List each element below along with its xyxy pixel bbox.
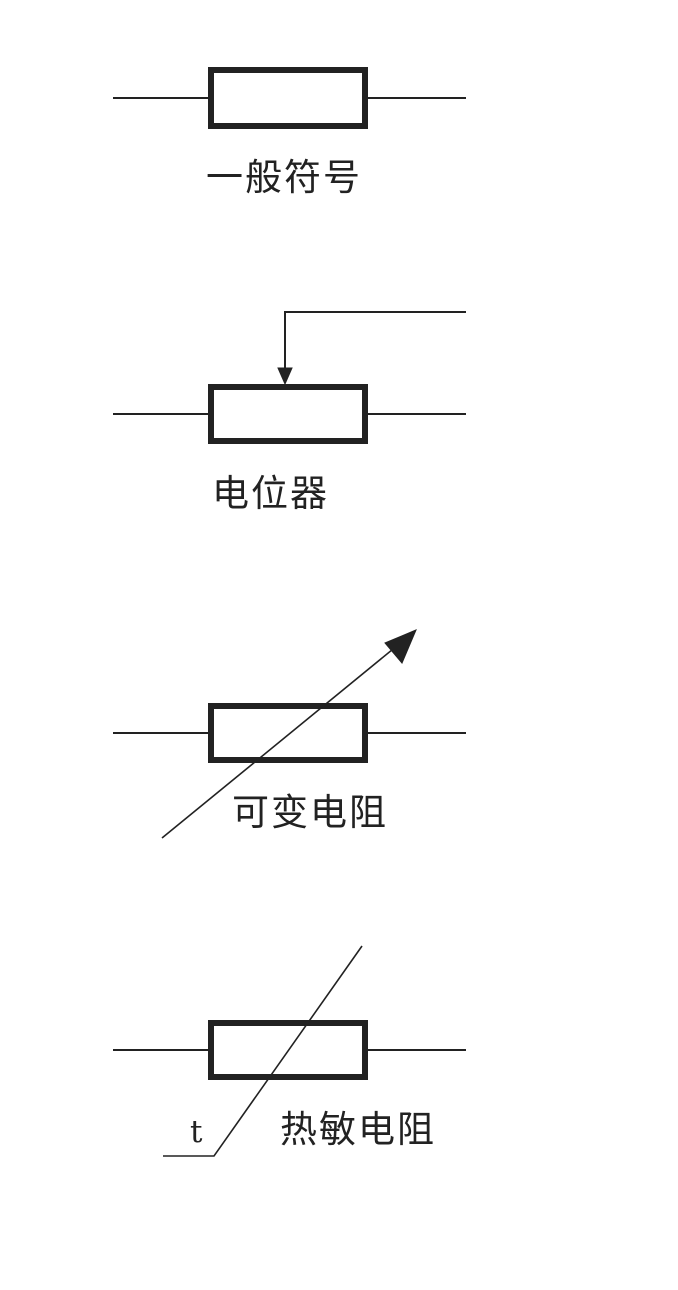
general-resistor-body [208,67,368,129]
thermistor-label: 热敏电阻 [280,1108,436,1151]
variable-resistor-symbol: 可变电阻 [113,629,466,839]
thermistor-symbol: t 热敏电阻 [113,945,466,1157]
potentiometer-wiper-arrowhead [277,367,293,386]
variable-adjust-arrow-line [161,644,399,839]
potentiometer-symbol: 电位器 [113,311,466,515]
thermistor-resistor-body [208,1020,368,1080]
general-resistor-symbol: 一般符号 [113,67,466,199]
potentiometer-resistor-body [208,384,368,444]
potentiometer-label: 电位器 [212,472,329,515]
thermistor-temperature-label: t [190,1114,203,1150]
variable-resistor-label: 可变电阻 [232,791,388,834]
general-symbol-label: 一般符号 [206,156,362,199]
potentiometer-wiper-wire [284,311,466,372]
thermistor-nonlinear-line [163,945,363,1157]
variable-adjust-arrowhead [384,629,417,664]
variable-resistor-body [208,703,368,763]
